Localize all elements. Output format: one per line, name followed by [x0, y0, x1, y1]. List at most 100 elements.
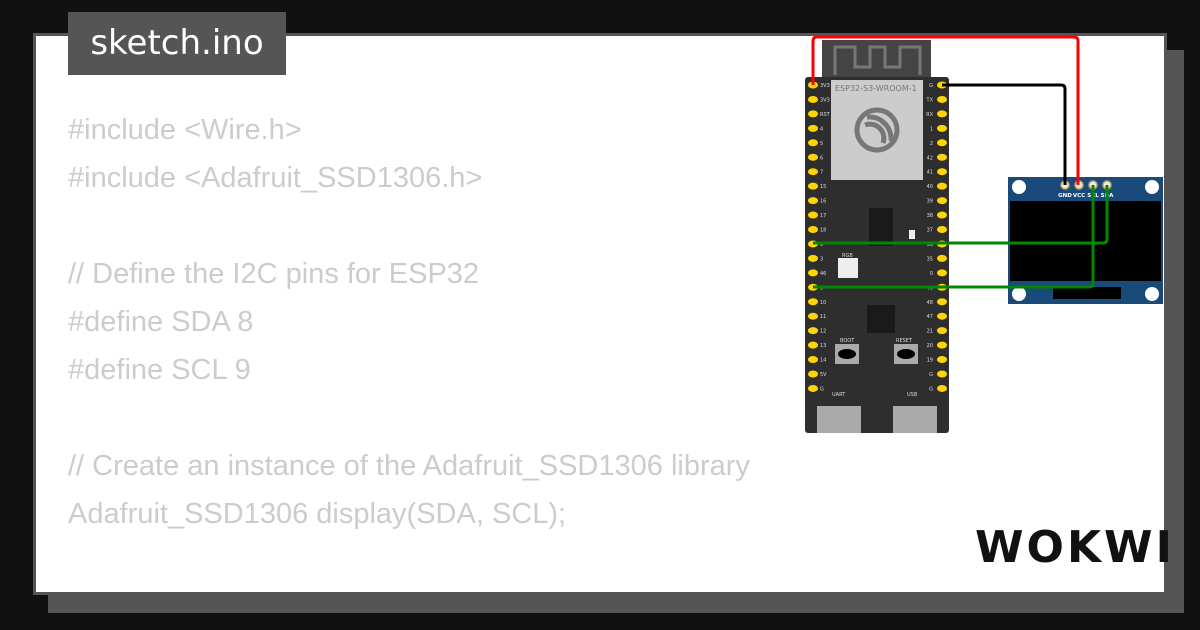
pin-label: 3V3: [820, 97, 830, 103]
oled-pin-label: GND: [1058, 193, 1072, 199]
pin-right[interactable]: [937, 341, 947, 349]
pin-label: 7: [820, 170, 823, 176]
pin-left[interactable]: [808, 168, 818, 176]
pin-left[interactable]: [808, 254, 818, 262]
pin-right[interactable]: [937, 182, 947, 190]
pin-left[interactable]: [808, 269, 818, 277]
pin-right[interactable]: [937, 254, 947, 262]
sketch-title: sketch.ino: [68, 12, 286, 75]
pin-left[interactable]: [808, 298, 818, 306]
code-line: #define SCL 9: [68, 354, 251, 386]
pin-right[interactable]: [937, 168, 947, 176]
code-line: Adafruit_SSD1306 display(SDA, SCL);: [68, 498, 567, 530]
pin-right[interactable]: [937, 153, 947, 161]
pin-label: G: [929, 372, 933, 378]
pin-right[interactable]: [937, 197, 947, 205]
wire-sda: [813, 185, 1109, 245]
pin-label: 4: [820, 126, 823, 132]
wires: [811, 35, 1109, 289]
pin-right[interactable]: [937, 384, 947, 392]
pin-label: 42: [927, 155, 933, 161]
pin-label: G: [929, 386, 933, 392]
pin-right[interactable]: [937, 356, 947, 364]
rgb-led: [838, 258, 858, 278]
code-line: // Define the I2C pins for ESP32: [68, 258, 480, 290]
pin-right[interactable]: [937, 95, 947, 103]
pin-label: 21: [927, 329, 933, 335]
pin-label: 16: [820, 199, 826, 205]
pin-right[interactable]: [937, 327, 947, 335]
pin-right[interactable]: [937, 139, 947, 147]
pin-left[interactable]: [808, 110, 818, 118]
pin-right[interactable]: [937, 298, 947, 306]
code-line: // Create an instance of the Adafruit_SS…: [68, 450, 750, 482]
wire-vcc: [811, 35, 1080, 185]
pin-label: 1: [930, 126, 933, 132]
esp32-board[interactable]: ESP32-S3-WROOM-1 RGB BOOT RESET UART USB…: [805, 40, 949, 433]
pin-label: RST: [820, 112, 831, 118]
wire-gnd: [942, 83, 1067, 185]
pin-label: 36: [927, 242, 933, 248]
pin-label: 0: [930, 271, 933, 277]
pin-label: 18: [820, 228, 826, 234]
pin-label: 15: [820, 184, 826, 190]
pin-right[interactable]: [937, 124, 947, 132]
pin-right[interactable]: [937, 226, 947, 233]
pin-right[interactable]: [937, 370, 947, 378]
pin-label: 6: [820, 155, 823, 161]
pin-left[interactable]: [808, 124, 818, 132]
pin-left[interactable]: [808, 182, 818, 190]
pin-label: 37: [927, 228, 933, 234]
pin-label: RX: [926, 112, 933, 118]
svg-text:UART: UART: [832, 392, 846, 398]
pin-right[interactable]: [937, 312, 947, 320]
pin-left[interactable]: [808, 327, 818, 335]
pin-label: 48: [927, 300, 933, 306]
pin-label: 20: [927, 343, 933, 349]
pin-label: 17: [820, 213, 826, 219]
pin-label: 13: [820, 343, 826, 349]
wire-scl: [813, 185, 1095, 289]
pin-right[interactable]: [937, 110, 947, 118]
svg-text:BOOT: BOOT: [840, 338, 855, 344]
pin-left[interactable]: [808, 197, 818, 205]
pin-label: 40: [927, 184, 933, 190]
pin-left[interactable]: [808, 95, 818, 103]
pin-left[interactable]: [808, 341, 818, 349]
pin-label: 3V3: [820, 83, 830, 89]
antenna-icon: [833, 45, 922, 75]
pin-left[interactable]: [808, 139, 818, 147]
pin-left[interactable]: [808, 153, 818, 161]
svg-text:RGB: RGB: [842, 253, 853, 259]
oled-screen: [1010, 201, 1161, 281]
pin-label: 38: [927, 213, 933, 219]
pin-label: TX: [926, 97, 934, 103]
pin-label: 39: [927, 199, 933, 205]
pin-left[interactable]: [808, 384, 818, 392]
pin-label: 8: [820, 242, 823, 248]
pin-left[interactable]: [808, 370, 818, 378]
pin-label: 47: [927, 314, 933, 320]
pin-left[interactable]: [808, 226, 818, 233]
pin-label: 10: [820, 300, 826, 306]
pin-label: 19: [927, 358, 933, 364]
usb-port: [893, 406, 937, 433]
svg-text:USB: USB: [907, 392, 918, 398]
pin-left[interactable]: [808, 312, 818, 320]
board-name: ESP32-S3-WROOM-1: [835, 84, 917, 93]
pin-right[interactable]: [937, 211, 947, 219]
svg-text:RESET: RESET: [896, 338, 913, 344]
pin-label: 3: [820, 256, 823, 262]
pin-left[interactable]: [808, 356, 818, 364]
pin-right[interactable]: [937, 269, 947, 277]
pin-label: G: [929, 83, 933, 89]
pin-label: 11: [820, 314, 826, 320]
pin-label: 35: [927, 256, 933, 262]
pin-label: 12: [820, 329, 826, 335]
pin-left[interactable]: [808, 211, 818, 219]
espressif-logo-icon: [854, 107, 900, 153]
code-line: #define SDA 8: [68, 306, 254, 338]
pin-label: 2: [930, 141, 933, 147]
